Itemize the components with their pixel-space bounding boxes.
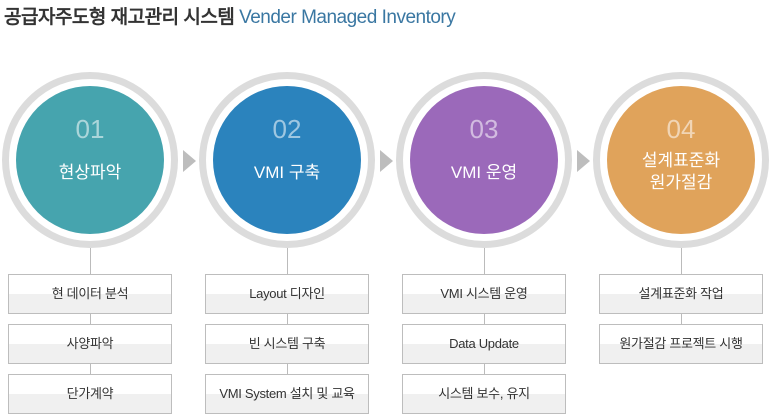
task-box: 빈 시스템 구축 [205, 324, 369, 364]
step-circle: 03 VMI 운영 [410, 86, 558, 234]
task-box: Data Update [402, 324, 566, 364]
task-box: 설계표준화 작업 [599, 274, 763, 314]
task-box: 단가계약 [8, 374, 172, 414]
task-box: 시스템 보수, 유지 [402, 374, 566, 414]
arrow-right-icon [183, 150, 196, 172]
step-name: VMI 구축 [253, 163, 321, 182]
step-number: 03 [469, 114, 499, 144]
arrow-right-icon [577, 150, 590, 172]
task-box: 원가절감 프로젝트 시행 [599, 324, 763, 364]
task-box: Layout 디자인 [205, 274, 369, 314]
task-box: 사양파악 [8, 324, 172, 364]
task-box: VMI System 설치 및 교육 [205, 374, 369, 414]
step-number: 01 [75, 114, 105, 144]
step-number: 04 [666, 114, 696, 144]
task-box: 현 데이터 분석 [8, 274, 172, 314]
step-name: VMI 운영 [450, 163, 518, 182]
step-circle: 04 설계표준화 원가절감 [607, 86, 755, 234]
step-circle: 02 VMI 구축 [213, 86, 361, 234]
title-korean: 공급자주도형 재고관리 시스템 [4, 7, 235, 28]
step-circle: 01 현상파악 [16, 86, 164, 234]
step-name: 현상파악 [58, 163, 122, 182]
arrow-right-icon [380, 150, 393, 172]
page-title: 공급자주도형 재고관리 시스템 Vender Managed Inventory [4, 2, 456, 29]
task-box: VMI 시스템 운영 [402, 274, 566, 314]
title-english: Vender Managed Inventory [239, 7, 456, 28]
step-name: 설계표준화 원가절감 [641, 151, 721, 192]
step-number: 02 [272, 114, 302, 144]
